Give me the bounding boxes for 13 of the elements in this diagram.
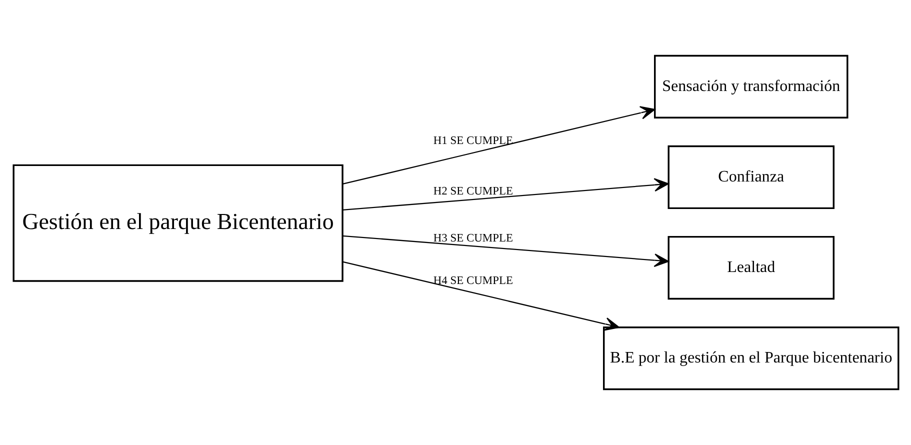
arrow: [342, 106, 655, 185]
node-box: B.E por la gestión en el Parque bicentenario: [602, 326, 899, 390]
node-box: Confianza: [667, 145, 834, 210]
arrow: [342, 261, 620, 331]
edge-label: H1 SE CUMPLE: [432, 134, 512, 147]
node-box: Lealtad: [667, 236, 834, 300]
edge-label: H4 SE CUMPLE: [432, 274, 512, 287]
arrow: [342, 235, 668, 268]
node-box: Gestión en el parque Bicentenario: [12, 164, 343, 282]
edge-label: H2 SE CUMPLE: [432, 185, 512, 198]
edge-label: H3 SE CUMPLE: [432, 232, 512, 244]
arrow: [342, 178, 668, 211]
node-box: Sensación y transformación: [654, 54, 848, 118]
